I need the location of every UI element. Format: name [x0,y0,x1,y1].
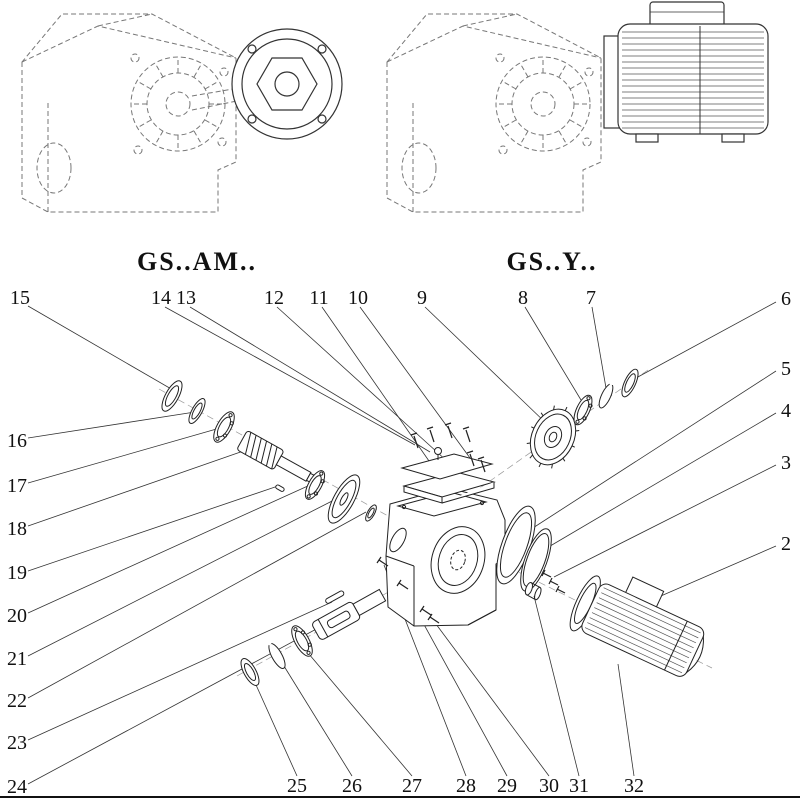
part-callout-8: 8 [518,287,528,309]
part-callout-29: 29 [497,775,517,797]
part-callout-11: 11 [309,287,329,309]
part-callout-5: 5 [781,358,791,380]
part-callout-31: 31 [569,775,589,797]
shim-ring [621,368,639,398]
part-callout-7: 7 [586,287,596,309]
flange-shim [520,528,552,592]
snap-ring [598,381,616,409]
gear-bearing [573,394,593,426]
bearing-rear [304,470,326,500]
flange-bolts [541,569,566,594]
dowel-pin [275,484,285,492]
gear-chain [526,368,639,469]
motor-exploded [569,575,705,677]
gearbox-ghost-right [386,13,602,213]
worm-wheel-washer [327,474,361,524]
bearing-front [213,411,235,443]
side-screws [466,450,486,473]
part-callout-32: 32 [624,775,644,797]
breather-plug [434,447,442,455]
part-callout-9: 9 [417,287,427,309]
part-callout-3: 3 [781,452,791,474]
worm-shaft-chain [161,380,377,524]
cover-screws [410,422,471,449]
part-callout-14: 14 [151,287,171,309]
cover-gasket [400,453,494,480]
part-callout-24: 24 [7,776,27,798]
page-bottom-rule [0,796,800,798]
part-callout-2: 2 [781,533,791,555]
gear-housing [385,487,506,627]
shaft-key [325,590,345,604]
shaft-washer [240,658,260,686]
part-callout-27: 27 [402,775,422,797]
part-callout-16: 16 [7,430,27,452]
output-shaft [312,588,387,640]
part-callout-26: 26 [342,775,362,797]
housing-screws [376,556,440,624]
part-callout-10: 10 [348,287,368,309]
cover-assembly [400,422,496,504]
part-callout-4: 4 [781,400,791,422]
output-flange-left [231,28,343,140]
leader-lines [27,301,777,785]
oil-plug [524,582,542,601]
part-callout-6: 6 [781,288,791,310]
variant-label-right: GS..Y.. [506,247,598,276]
part-callout-21: 21 [7,648,27,670]
helical-gear [526,405,580,469]
spacer-ring [365,504,377,522]
shaft-snap-ring [267,639,286,669]
oil-seal [161,380,183,412]
worm-shaft [237,430,322,487]
part-callout-13: 13 [176,287,196,309]
part-callout-20: 20 [7,605,27,627]
retaining-ring [188,398,206,424]
part-callout-12: 12 [264,287,284,309]
part-callout-19: 19 [7,562,27,584]
shaft-bearing [291,625,313,657]
part-callout-28: 28 [456,775,476,797]
part-callout-17: 17 [7,475,27,497]
part-callout-23: 23 [7,732,27,754]
variant-label-left: GS..AM.. [137,247,257,276]
motor-top [603,1,769,143]
part-callout-18: 18 [7,518,27,540]
part-callout-25: 25 [287,775,307,797]
part-callout-22: 22 [7,690,27,712]
output-shaft-chain [240,588,387,686]
gearbox-ghost-left [21,13,263,213]
part-callout-30: 30 [539,775,559,797]
part-callout-15: 15 [10,287,30,309]
